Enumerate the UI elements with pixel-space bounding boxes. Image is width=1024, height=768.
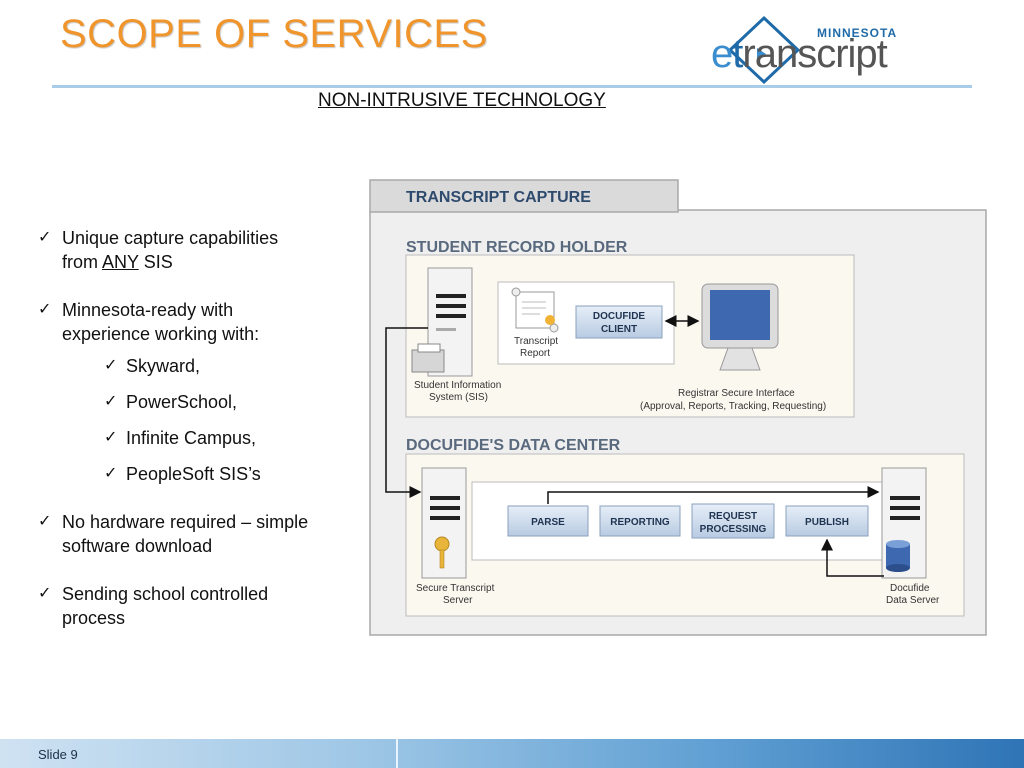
step-processing-label: PROCESSING [700,524,767,535]
slide-title: SCOPE OF SERVICES [60,12,488,56]
docufide-client-box [575,305,663,339]
step-request-label: REQUEST [709,511,757,522]
bullet-line: experience working with: [62,324,260,344]
data-server-label: Docufide [890,583,930,594]
top-flow-arrow [547,486,880,504]
slide-number: Slide 9 [38,747,78,762]
step-request-box: REQUEST PROCESSING [691,503,775,539]
sub-bullet-item: ✓ Skyward, [104,354,358,378]
docufide-client-label: DOCUFIDE [593,311,646,322]
registrar-label: (Approval, Reports, Tracking, Requesting… [640,401,826,412]
transcript-report-label: Transcript [514,336,558,347]
printer-icon [411,343,445,373]
bullet-text: from [62,252,103,272]
bullet-line: Unique capture capabilities [62,228,279,248]
registrar-label: Registrar Secure Interface [678,388,795,399]
sub-bullet-text: PeopleSoft SIS’s [126,464,261,484]
transcript-capture-diagram: TRANSCRIPT CAPTURE STUDENT RECORD HOLDER… [369,179,987,636]
check-icon: ✓ [104,429,118,446]
monitor-icon [701,283,779,371]
etranscript-logo-icon [727,15,801,84]
diagram-tab [369,179,679,213]
title-rule [52,85,972,88]
bullet-line: process [62,608,126,628]
diagram-tab-title: TRANSCRIPT CAPTURE [406,189,591,206]
transcript-server-label: Server [443,595,473,606]
sis-label: Student Information [414,380,501,391]
logo-wordmark: etranscript [711,32,888,77]
logo-word-rest: ranscript [742,32,887,76]
bullet-emphasis: ANY [102,252,139,272]
section-title-record-holder: STUDENT RECORD HOLDER [406,239,628,256]
check-icon: ✓ [38,229,52,246]
bullet-item: ✓ Minnesota-ready with experience workin… [38,298,358,486]
bullet-line: software download [62,536,213,556]
check-icon: ✓ [38,585,52,602]
bullet-line: from ANY SIS [62,250,358,274]
feedback-arrow [821,538,884,577]
sis-to-server-arrow [385,327,428,498]
bullet-line: Minnesota-ready with [62,300,234,320]
check-icon: ✓ [38,301,52,318]
slide-subtitle: NON-INTRUSIVE TECHNOLOGY [318,90,606,111]
footer-bar [0,739,1024,768]
data-server-label: Data Server [886,595,940,606]
bullet-list: ✓ Unique capture capabilities from ANY S… [38,226,358,654]
sub-bullet-text: PowerSchool, [126,392,238,412]
logo-state-text: MINNESOTA [817,26,898,40]
bullet-item: ✓ No hardware required – simple software… [38,510,358,558]
step-reporting-box: REPORTING [599,505,681,537]
bullet-line: Sending school controlled [62,584,269,604]
sub-bullet-text: Skyward, [126,356,201,376]
step-reporting-label: REPORTING [610,517,670,528]
sub-bullet-text: Infinite Campus, [126,428,257,448]
transcript-server-label: Secure Transcript [416,583,495,594]
key-icon [434,536,450,569]
check-icon: ✓ [104,357,118,374]
sub-bullet-list: ✓ Skyward, ✓ PowerSchool, ✓ Infinite Campus… [62,354,358,486]
sub-bullet-item: ✓ PeopleSoft SIS’s [104,462,358,486]
step-parse-box: PARSE [507,505,589,537]
transcript-report-label: Report [520,348,550,359]
check-icon: ✓ [38,513,52,530]
logo-letter-t: t [732,32,743,76]
check-icon: ✓ [104,465,118,482]
database-icon [886,540,910,572]
sub-bullet-item: ✓ PowerSchool, [104,390,358,414]
check-icon: ✓ [104,393,118,410]
section-title-data-center: DOCUFIDE'S DATA CENTER [406,437,621,454]
bullet-line: No hardware required – simple [62,512,309,532]
bullet-item: ✓ Sending school controlled process [38,582,358,630]
docufide-client-label: CLIENT [601,324,637,335]
logo-letter-e: e [711,32,733,76]
sis-label: System (SIS) [429,392,488,403]
step-publish-box: PUBLISH [785,505,869,537]
footer-divider [396,739,398,768]
step-parse-label: PARSE [531,517,565,528]
bullet-item: ✓ Unique capture capabilities from ANY S… [38,226,358,274]
bullet-text: SIS [138,252,173,272]
step-publish-label: PUBLISH [805,517,849,528]
transcript-scroll-icon [511,287,559,333]
sub-bullet-item: ✓ Infinite Campus, [104,426,358,450]
